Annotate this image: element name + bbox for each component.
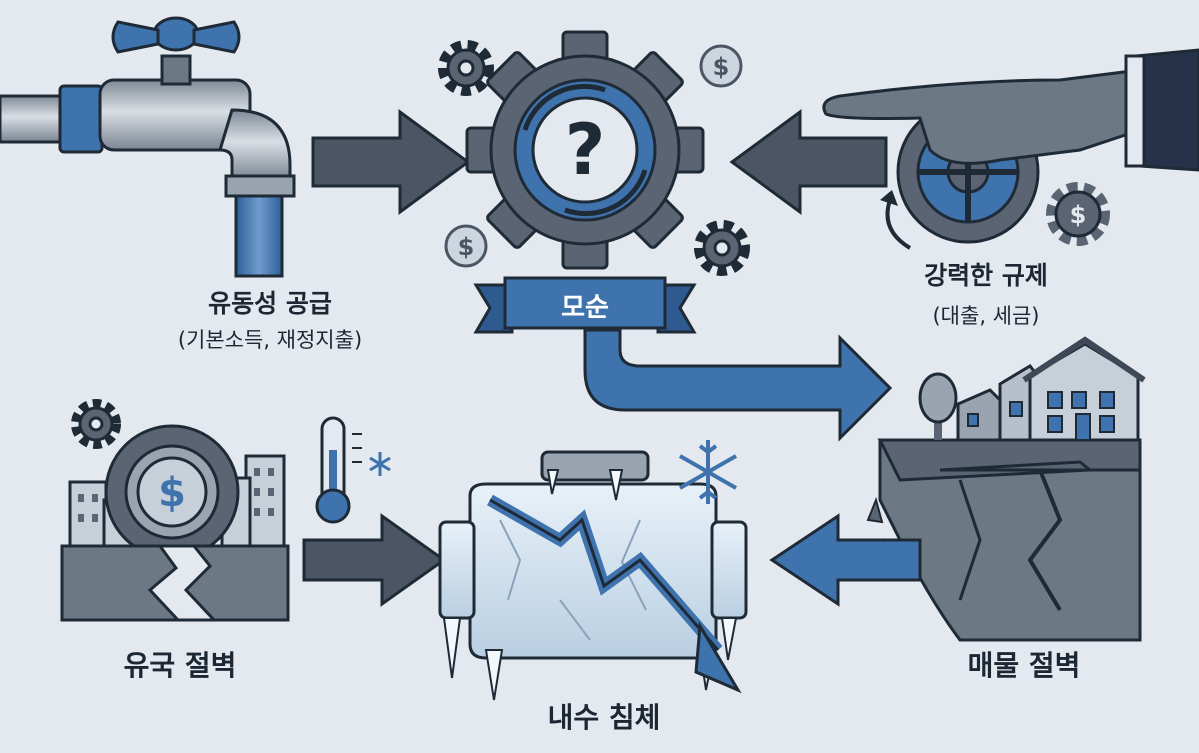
question-gear-icon: ? [465, 30, 705, 270]
svg-text:$: $ [458, 233, 475, 261]
frozen-engine-icon [438, 450, 748, 701]
contradiction-ribbon [473, 276, 697, 334]
bankruptcy-cliff-label: 유국 절벽 [123, 649, 237, 682]
arrow-cliff-to-stagnation [769, 513, 922, 607]
houses-on-cliff-icon [866, 336, 1146, 642]
svg-text:$: $ [1070, 201, 1087, 229]
arrow-regulation-to-contradiction [729, 109, 888, 215]
coin-symbol: $ $ [458, 53, 730, 261]
small-gear-icon [438, 40, 750, 276]
svg-text:$: $ [158, 470, 186, 516]
faucet-icon [0, 16, 296, 278]
cracked-city-icon: $ [60, 399, 290, 622]
svg-text:?: ? [565, 109, 606, 191]
thermometer-icon [315, 416, 362, 524]
arrow-contradiction-to-cliff [583, 328, 893, 442]
regulation-detail: (대출, 세금) [932, 304, 1040, 328]
snowflake-icon [679, 440, 737, 504]
arrow-liquidity-to-contradiction [311, 109, 471, 215]
domestic-stagnation-label: 내수 침체 [547, 701, 661, 734]
svg-text:$: $ [713, 53, 730, 81]
listing-cliff-label: 매물 절벽 [967, 649, 1081, 682]
coin-icon [444, 44, 743, 268]
arrow-bankruptcy-to-stagnation [302, 513, 447, 607]
liquidity-detail: (기본소득, 재정지출) [177, 328, 363, 352]
liquidity-title: 유동성 공급 [208, 289, 332, 318]
pressing-hand-icon [822, 48, 1199, 250]
regulation-title: 강력한 규제 [924, 261, 1048, 290]
contradiction-label: 모순 [561, 293, 609, 323]
small-snowflake-icon [369, 452, 391, 476]
small-coin-gear-icon: $ [1046, 182, 1110, 246]
